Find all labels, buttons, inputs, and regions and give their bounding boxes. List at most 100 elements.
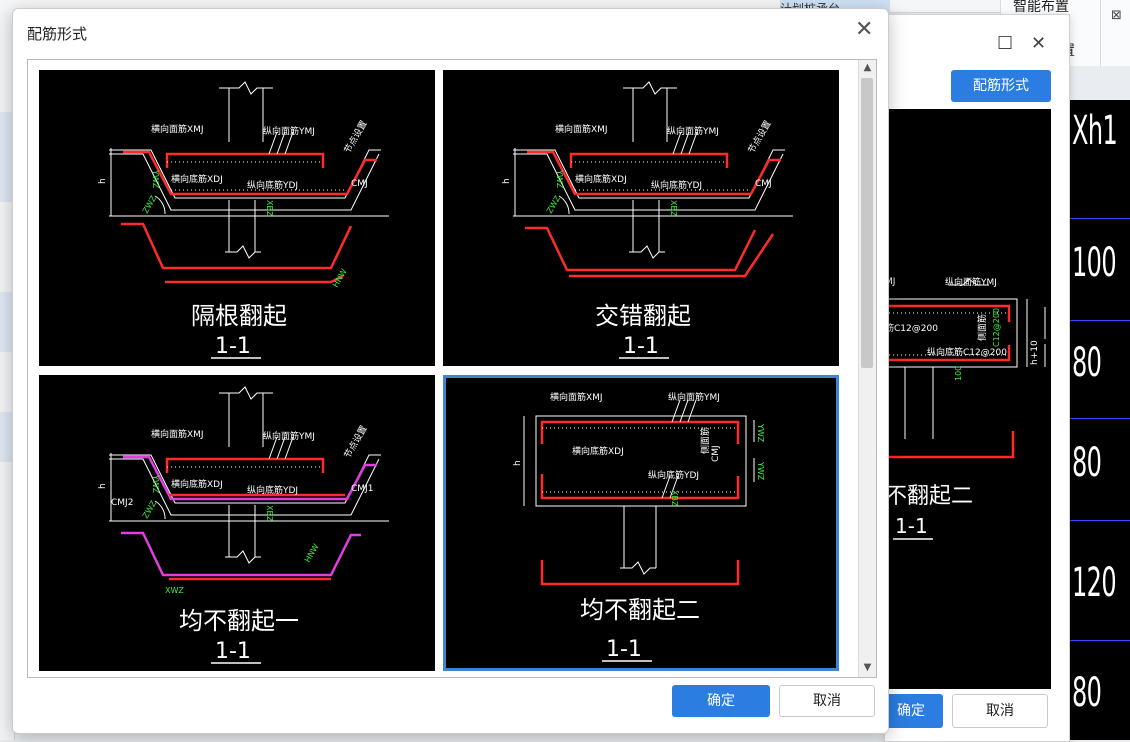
tile-caption: 均不翻起二 bbox=[580, 596, 700, 624]
preview-label: 侧面筋 bbox=[976, 314, 988, 341]
tile-label: CMJ1 bbox=[351, 484, 373, 494]
tile-label: YWZ bbox=[756, 461, 765, 481]
tile-label: CMJ bbox=[711, 445, 721, 462]
background-cad-view[interactable]: Xh1 100 80 80 120 80 bbox=[1066, 100, 1130, 740]
preview-label: 纵向底筋C12@200 bbox=[927, 346, 1007, 358]
option-drawing: 横向面筋XMJ 纵向面筋YMJ 横向底筋XDJ 纵向底筋YDJ 节点设置 CMJ… bbox=[98, 81, 389, 359]
tile-caption: 均不翻起一 bbox=[179, 607, 299, 635]
tile-label: 横向底筋XDJ bbox=[171, 478, 223, 490]
preview-label: C12@200 bbox=[992, 308, 1001, 347]
secondary-preview: MJ 纵向面筋YMJ 筋C12@200 纵向底筋C12@200 侧面筋 C12@… bbox=[885, 109, 1051, 689]
cancel-button[interactable]: 取消 bbox=[779, 685, 875, 717]
tile-label: h bbox=[98, 178, 108, 184]
cad-gridline bbox=[1066, 640, 1130, 641]
tile-label: YWZ bbox=[151, 169, 160, 189]
secondary-window: ☐ ✕ 配筋形式 MJ 纵向面筋YMJ 筋C12@200 纵向底筋C12@200… bbox=[879, 14, 1070, 742]
tile-label: XBZ bbox=[265, 200, 274, 217]
tile-label: 侧面筋 bbox=[699, 427, 711, 454]
tile-label: 横向面筋XMJ bbox=[151, 428, 204, 440]
tile-label: XBZ bbox=[669, 200, 678, 217]
cad-number: 120 bbox=[1072, 560, 1117, 606]
tile-section: 1-1 bbox=[623, 334, 659, 359]
tile-label: 节点设置 bbox=[342, 119, 370, 156]
left-strip bbox=[0, 292, 14, 352]
cad-number: 100 bbox=[1072, 240, 1117, 286]
tile-label: CMJ bbox=[755, 179, 772, 189]
cad-gridline bbox=[1066, 418, 1130, 419]
cad-gridline bbox=[1066, 218, 1130, 219]
close-icon[interactable]: ✕ bbox=[855, 17, 874, 42]
tile-label: 纵向面筋YMJ bbox=[263, 125, 315, 137]
rebar-form-dialog: 配筋形式 ✕ bbox=[12, 8, 889, 734]
tile-caption: 交错翻起 bbox=[595, 302, 691, 330]
option-tile-2[interactable]: 横向面筋XMJ 纵向面筋YMJ 横向底筋XDJ 纵向底筋YDJ 节点设置 CMJ… bbox=[443, 70, 839, 366]
vertical-scrollbar[interactable]: ▲ ▼ bbox=[858, 60, 876, 677]
tile-label: CMJ2 bbox=[111, 498, 133, 508]
secondary-cancel-button[interactable]: 取消 bbox=[952, 694, 1048, 728]
tile-label: HNW bbox=[303, 542, 321, 564]
preview-label: 纵向面筋YMJ bbox=[945, 276, 997, 288]
tile-label: 横向底筋XDJ bbox=[572, 445, 624, 457]
tile-label: YWZ bbox=[555, 169, 564, 189]
cad-gridline bbox=[1066, 520, 1130, 521]
preview-label: MJ bbox=[885, 277, 895, 287]
cad-number: 80 bbox=[1072, 670, 1102, 716]
tile-caption: 隔根翻起 bbox=[191, 302, 287, 330]
preview-label: 100 bbox=[954, 366, 963, 381]
tile-label: HNW bbox=[331, 267, 349, 289]
option-tile-4[interactable]: 横向面筋XMJ 纵向面筋YMJ 横向底筋XDJ 纵向底筋YDJ 侧面筋 CMJ … bbox=[443, 375, 839, 671]
tile-label: 纵向面筋YMJ bbox=[263, 430, 315, 442]
tile-section: 1-1 bbox=[215, 334, 251, 359]
tile-label: 纵向面筋YMJ bbox=[668, 391, 720, 403]
tile-label: XBZ bbox=[265, 505, 274, 522]
tile-label: 横向底筋XDJ bbox=[171, 173, 223, 185]
scroll-up-icon[interactable]: ▲ bbox=[863, 62, 872, 73]
tile-label: h bbox=[502, 178, 512, 184]
rebar-form-button[interactable]: 配筋形式 bbox=[951, 70, 1051, 102]
tile-section: 1-1 bbox=[606, 637, 642, 662]
preview-label: h+10 bbox=[1030, 340, 1040, 365]
tile-label: 纵向底筋YDJ bbox=[651, 179, 702, 191]
preview-label: 筋C12@200 bbox=[885, 322, 938, 334]
preview-caption: 不翻起二 bbox=[885, 484, 973, 509]
ok-button[interactable]: 确定 bbox=[672, 685, 770, 717]
tile-label: 纵向底筋YDJ bbox=[247, 484, 298, 496]
secondary-ok-button[interactable]: 确定 bbox=[879, 694, 943, 728]
secondary-preview-drawing: MJ 纵向面筋YMJ 筋C12@200 纵向底筋C12@200 侧面筋 C12@… bbox=[885, 276, 1046, 540]
tile-label: 纵向底筋YDJ bbox=[648, 469, 699, 481]
tile-section: 1-1 bbox=[215, 639, 251, 664]
tile-label: h bbox=[513, 460, 523, 466]
smart-layout-label: 智能布置 bbox=[1013, 0, 1069, 15]
tile-label: 横向面筋XMJ bbox=[550, 391, 603, 403]
tile-label: 横向面筋XMJ bbox=[151, 123, 204, 135]
tile-label: 横向面筋XMJ bbox=[555, 123, 608, 135]
close-icon[interactable]: ✕ bbox=[1031, 33, 1047, 54]
options-panel[interactable]: 横向面筋XMJ 纵向面筋YMJ 横向底筋XDJ 纵向底筋YDJ 节点设置 CMJ… bbox=[27, 59, 877, 678]
tile-label: 节点设置 bbox=[746, 119, 774, 156]
left-strip bbox=[0, 112, 14, 202]
option-drawing: 横向面筋XMJ 纵向面筋YMJ 横向底筋XDJ 纵向底筋YDJ 侧面筋 CMJ … bbox=[513, 391, 765, 662]
option-drawing: 横向面筋XMJ 纵向面筋YMJ 横向底筋XDJ 纵向底筋YDJ 节点设置 CMJ… bbox=[98, 386, 389, 664]
preview-section: 1-1 bbox=[895, 514, 928, 538]
tile-label: 纵向底筋YDJ bbox=[247, 179, 298, 191]
tile-label: CMJ bbox=[351, 179, 368, 189]
cad-number: 80 bbox=[1072, 440, 1102, 486]
option-tile-1[interactable]: 横向面筋XMJ 纵向面筋YMJ 横向底筋XDJ 纵向底筋YDJ 节点设置 CMJ… bbox=[39, 70, 435, 366]
scroll-down-icon[interactable]: ▼ bbox=[863, 662, 872, 673]
left-strip bbox=[0, 412, 14, 462]
dialog-title: 配筋形式 bbox=[27, 25, 88, 43]
tile-label: h bbox=[98, 483, 108, 489]
tile-label: XBZ bbox=[670, 490, 679, 507]
cad-number: 80 bbox=[1072, 340, 1102, 386]
scroll-thumb[interactable] bbox=[861, 78, 873, 368]
maximize-icon[interactable]: ☐ bbox=[997, 33, 1014, 54]
tile-label: YWZ bbox=[756, 423, 765, 443]
tile-label: XWZ bbox=[165, 586, 184, 595]
ribbon-tool-icon-group[interactable]: ⊠ bbox=[1100, 0, 1130, 66]
tile-label: YWZ bbox=[151, 474, 160, 494]
tool-icon[interactable]: ⊠ bbox=[1111, 8, 1122, 23]
option-drawing: 横向面筋XMJ 纵向面筋YMJ 横向底筋XDJ 纵向底筋YDJ 节点设置 CMJ… bbox=[502, 81, 793, 359]
tile-label: 纵向面筋YMJ bbox=[667, 125, 719, 137]
cad-gridline bbox=[1066, 320, 1130, 321]
option-tile-3[interactable]: 横向面筋XMJ 纵向面筋YMJ 横向底筋XDJ 纵向底筋YDJ 节点设置 CMJ… bbox=[39, 375, 435, 671]
